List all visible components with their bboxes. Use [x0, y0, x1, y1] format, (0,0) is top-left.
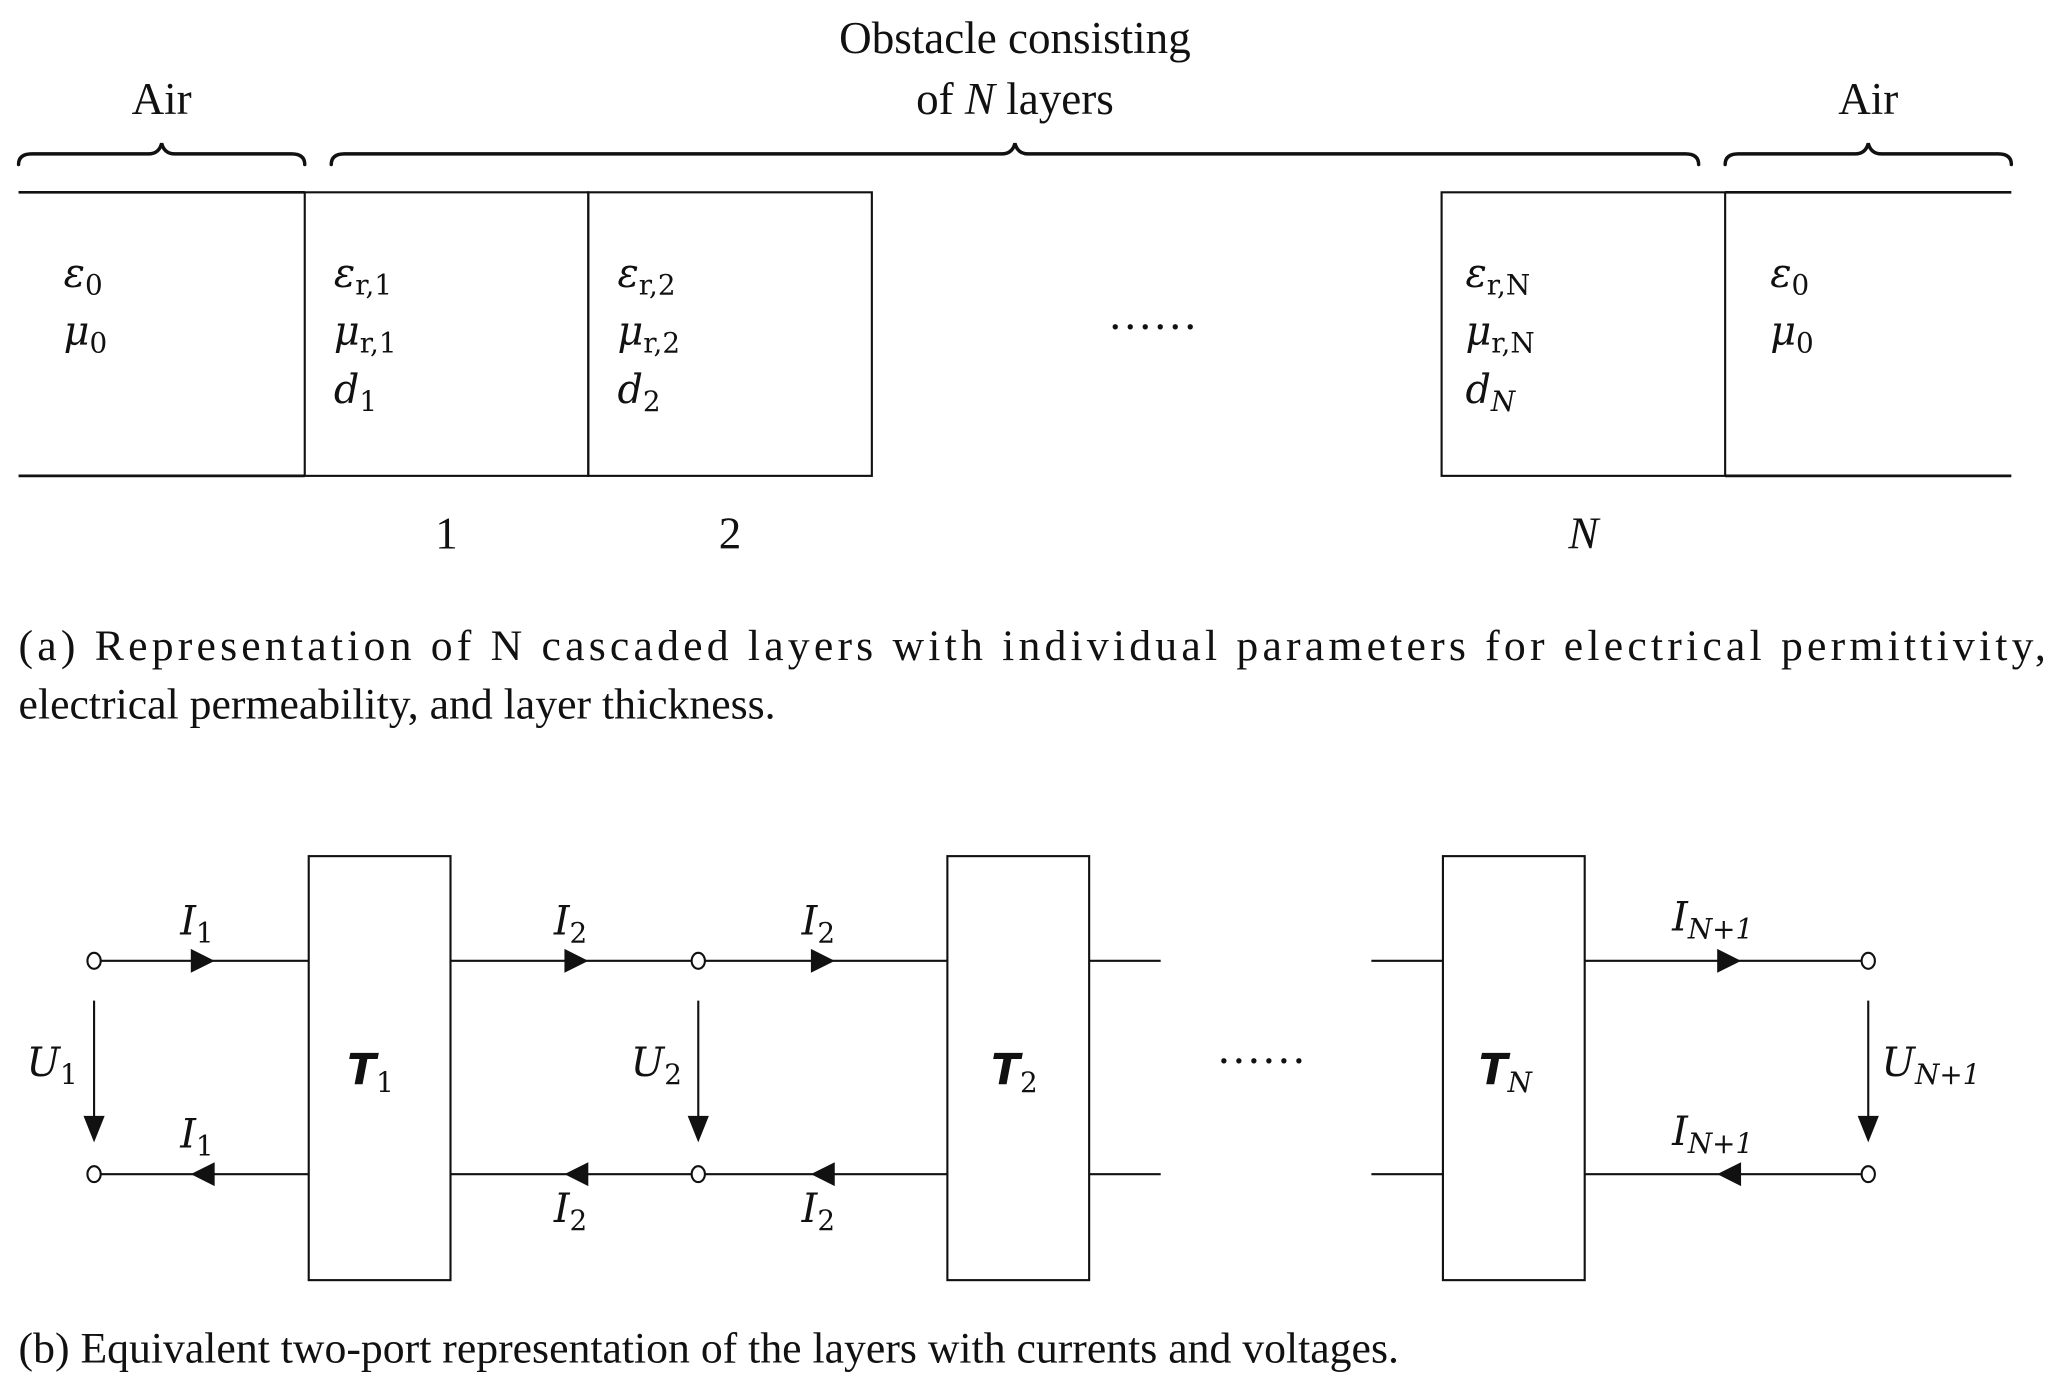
- block-1-label: T1: [347, 1045, 394, 1099]
- terminal-port2-top: [690, 951, 706, 970]
- arrow-left-icon: [1717, 1162, 1742, 1187]
- terminal-portN1-top: [1860, 951, 1876, 970]
- arrow-right-icon: [810, 948, 835, 973]
- caption-a-line1: (a) Representation of N cascaded layers …: [19, 622, 2046, 670]
- obstacle-label-line2: of N layers: [916, 74, 1114, 124]
- arrow-down-icon: [1857, 1115, 1879, 1143]
- obstacle-label-N: N: [964, 74, 998, 124]
- layer-number-2: 2: [719, 509, 742, 559]
- obstacle-label-layers: layers: [995, 74, 1114, 124]
- param-epsilon: εr,N: [1465, 250, 1530, 301]
- arrow-down-icon: [687, 1115, 709, 1143]
- arrow-left-icon: [190, 1162, 215, 1187]
- brace-obstacle: [329, 142, 1701, 167]
- arrow-right-icon: [1717, 948, 1742, 973]
- block-N-label: TN: [1479, 1045, 1534, 1099]
- param-epsilon: ε0: [1770, 250, 1809, 301]
- terminal-portN1-bottom: [1860, 1165, 1876, 1184]
- voltage-label-u2: U2: [631, 1040, 682, 1091]
- param-mu: μr,2: [617, 309, 680, 360]
- two-port-block-N: [1441, 855, 1586, 1282]
- current-label-iN1-bottom: IN+1: [1671, 1109, 1753, 1160]
- layers-ellipsis: ······: [1108, 302, 1198, 352]
- voltage-label-u1: U1: [26, 1040, 77, 1091]
- brace-air-right: [1723, 142, 2014, 167]
- caption-a-line2: electrical permeability, and layer thick…: [19, 680, 776, 728]
- obstacle-label-of: of: [916, 74, 965, 124]
- param-epsilon: εr,1: [334, 250, 392, 301]
- current-label-i2-top-b: I2: [801, 898, 835, 949]
- layer-2-box: [587, 191, 873, 477]
- current-label-i1-top: I1: [179, 898, 213, 949]
- air-left-params: ε0 μ0: [64, 250, 108, 359]
- param-mu: μ0: [1770, 309, 1814, 360]
- current-label-i2-top-a: I2: [553, 898, 587, 949]
- param-mu: μr,1: [334, 309, 397, 360]
- layer-1-params: εr,1 μr,1 d1: [334, 250, 397, 418]
- current-label-i1-bottom: I1: [179, 1112, 213, 1163]
- arrow-down-icon: [83, 1115, 105, 1143]
- param-mu: μ0: [64, 309, 108, 360]
- figure-a: Air Obstacle consisting of N layers Air …: [16, 13, 2046, 728]
- terminal-port1-top: [86, 951, 102, 970]
- obstacle-label-line1: Obstacle consisting: [839, 13, 1191, 63]
- brace-air-left: [16, 142, 307, 167]
- current-label-i2-bottom-a: I2: [553, 1186, 587, 1237]
- param-mu: μr,N: [1465, 309, 1534, 360]
- layer-number-N: N: [1567, 509, 1601, 559]
- arrow-left-icon: [810, 1162, 835, 1187]
- layer-N-params: εr,N μr,N dN: [1465, 250, 1534, 418]
- air-right-params: ε0 μ0: [1770, 250, 1814, 359]
- arrow-right-icon: [564, 948, 589, 973]
- two-port-block-1: [307, 855, 452, 1282]
- air-right-label: Air: [1838, 74, 1898, 124]
- block-2-label: T2: [991, 1045, 1038, 1099]
- air-left-label: Air: [132, 74, 192, 124]
- param-thickness: dN: [1465, 367, 1516, 418]
- current-label-i2-bottom-b: I2: [801, 1186, 835, 1237]
- layer-2-params: εr,2 μr,2 d2: [617, 250, 680, 418]
- param-epsilon: ε0: [64, 250, 103, 301]
- arrow-left-icon: [564, 1162, 589, 1187]
- caption-b: (b) Equivalent two-port representation o…: [19, 1324, 1399, 1372]
- voltage-label-uN1: UN+1: [1882, 1040, 1981, 1091]
- param-thickness: d2: [617, 367, 660, 418]
- layer-N-box: [1440, 191, 1727, 477]
- figure-b: T1 T2 TN: [19, 855, 1981, 1372]
- layer-number-1: 1: [435, 509, 458, 559]
- param-epsilon: εr,2: [617, 250, 675, 301]
- two-port-block-2: [946, 855, 1091, 1282]
- terminal-port1-bottom: [86, 1165, 102, 1184]
- circuit-ellipsis: ······: [1216, 1036, 1306, 1086]
- param-thickness: d1: [334, 367, 377, 418]
- terminal-port2-bottom: [690, 1165, 706, 1184]
- arrow-right-icon: [190, 948, 215, 973]
- current-label-iN1-top: IN+1: [1671, 894, 1753, 945]
